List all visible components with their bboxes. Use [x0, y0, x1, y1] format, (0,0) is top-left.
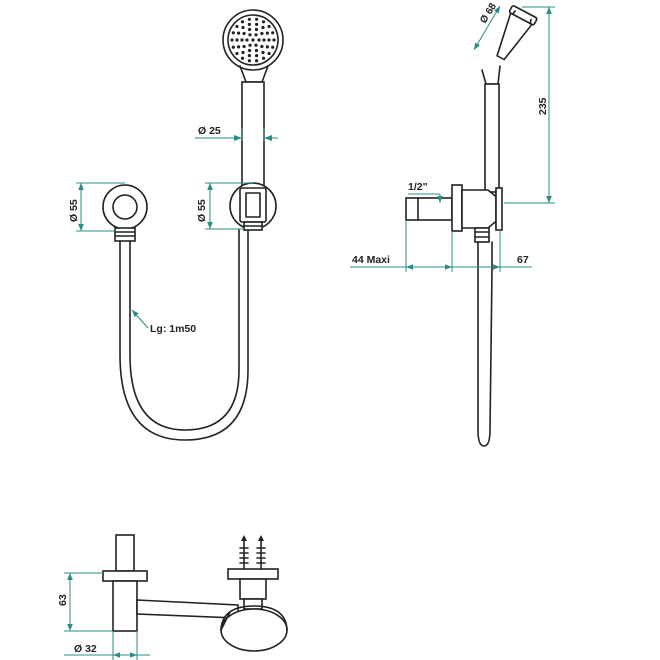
nozzle-dot — [235, 51, 239, 56]
nozzle-dot — [241, 50, 245, 55]
shower-head-front — [222, 9, 284, 71]
nozzle-dot — [231, 31, 235, 35]
nozzle-dot — [235, 24, 239, 29]
nozzle-dot — [251, 38, 255, 42]
side-view: Ø 68 235 1/2" 44 Maxi 67 — [350, 1, 555, 447]
nozzle-dot — [245, 38, 249, 42]
dimension-diameter-25: Ø 25 — [195, 125, 278, 141]
nozzle-dot — [260, 44, 264, 49]
nozzle-dot — [254, 43, 258, 47]
label-height-63: 63 — [57, 594, 69, 606]
dimension-diameter-55-right: Ø 55 — [196, 182, 253, 230]
neck-side — [481, 65, 501, 85]
nozzle-dot — [267, 24, 271, 29]
holder-bottom — [227, 535, 279, 610]
nozzle-dot — [248, 48, 252, 53]
nozzle-dot — [248, 33, 252, 37]
hose-front-outer — [119, 229, 249, 441]
nozzle-dot — [237, 45, 241, 49]
nozzle-dot — [254, 33, 258, 37]
hose-side — [477, 241, 493, 447]
wall-plate-side — [451, 184, 463, 232]
nozzle-dot — [262, 38, 266, 42]
nozzle-dot — [255, 22, 259, 26]
nozzle-dot — [235, 38, 239, 42]
handle-side — [484, 83, 500, 193]
handle-front — [241, 81, 265, 187]
nozzle-dot — [257, 38, 261, 42]
nozzle-dot — [231, 45, 235, 49]
label-diameter-55-left: Ø 55 — [68, 199, 80, 222]
dimension-height-235: 235 — [504, 6, 555, 204]
dimension-diameter-55-left: Ø 55 — [68, 182, 125, 232]
front-view: Ø 25 Ø 55 Ø 55 Lg: 1m50 — [68, 9, 284, 441]
holder-body-side — [461, 189, 501, 229]
nozzle-dot — [254, 27, 258, 32]
nozzle-dot — [254, 48, 258, 53]
label-diameter-25: Ø 25 — [198, 125, 221, 137]
nozzle-dot — [265, 45, 269, 49]
nozzle-dot — [248, 27, 252, 32]
nozzle-dot — [240, 38, 244, 42]
leader-thread: 1/2" — [408, 181, 443, 203]
nozzle-dot — [261, 50, 265, 55]
wall-outlet-bottom — [102, 534, 148, 632]
shower-head-bottom — [220, 605, 288, 652]
wall-outlet-front — [102, 184, 148, 242]
hose-front-inner — [129, 229, 240, 431]
nozzle-dot — [255, 59, 259, 63]
wall-pipe-side — [405, 197, 453, 221]
nozzle-dot — [240, 56, 245, 60]
screw-left — [239, 535, 249, 570]
connection-arm — [136, 599, 239, 619]
nozzle-dot — [247, 59, 251, 63]
nozzle-dot — [242, 31, 246, 36]
nozzle-dot — [248, 43, 252, 47]
nozzle-dot — [267, 51, 271, 56]
label-diameter-55-right: Ø 55 — [196, 199, 208, 222]
shower-head-side — [496, 5, 538, 61]
shower-nozzles — [230, 17, 276, 63]
nozzle-dot — [247, 54, 251, 58]
label-thread-half-inch: 1/2" — [408, 181, 428, 193]
nozzle-dot — [260, 31, 264, 36]
label-depth-67: 67 — [517, 254, 529, 266]
nozzle-dot — [261, 20, 266, 24]
nozzle-dot — [242, 44, 246, 49]
dimension-height-63: 63 — [57, 572, 113, 632]
nozzle-dot — [247, 17, 251, 21]
holder-bracket-front — [229, 182, 277, 231]
label-diameter-32: Ø 32 — [74, 643, 97, 655]
nozzle-dot — [272, 38, 276, 42]
bottom-view: 63 Ø 32 — [57, 534, 288, 660]
label-hose-length: Lg: 1m50 — [150, 323, 196, 335]
dimension-diameter-68: Ø 68 — [473, 1, 501, 51]
nozzle-dot — [247, 22, 251, 26]
hose-fitting-side — [474, 227, 490, 243]
dimension-depth: 44 Maxi 67 — [350, 220, 532, 272]
label-height-235: 235 — [537, 97, 549, 115]
nozzle-dot — [240, 20, 245, 24]
nozzle-dot — [265, 31, 269, 35]
label-depth-44-maxi: 44 Maxi — [352, 254, 390, 266]
nozzle-dot — [261, 25, 265, 30]
nozzle-dot — [271, 45, 275, 49]
nozzle-dot — [237, 31, 241, 35]
nozzle-dot — [255, 54, 259, 58]
nozzle-dot — [241, 25, 245, 30]
holder-plate-side — [495, 187, 503, 231]
nozzle-dot — [261, 56, 266, 60]
nozzle-dot — [271, 31, 275, 35]
screw-right — [256, 535, 266, 570]
nozzle-dot — [255, 17, 259, 21]
dimension-diameter-32: Ø 32 — [64, 631, 150, 660]
leader-hose-length: Lg: 1m50 — [131, 309, 196, 335]
nozzle-dot — [267, 38, 271, 42]
nozzle-dot — [230, 38, 234, 42]
